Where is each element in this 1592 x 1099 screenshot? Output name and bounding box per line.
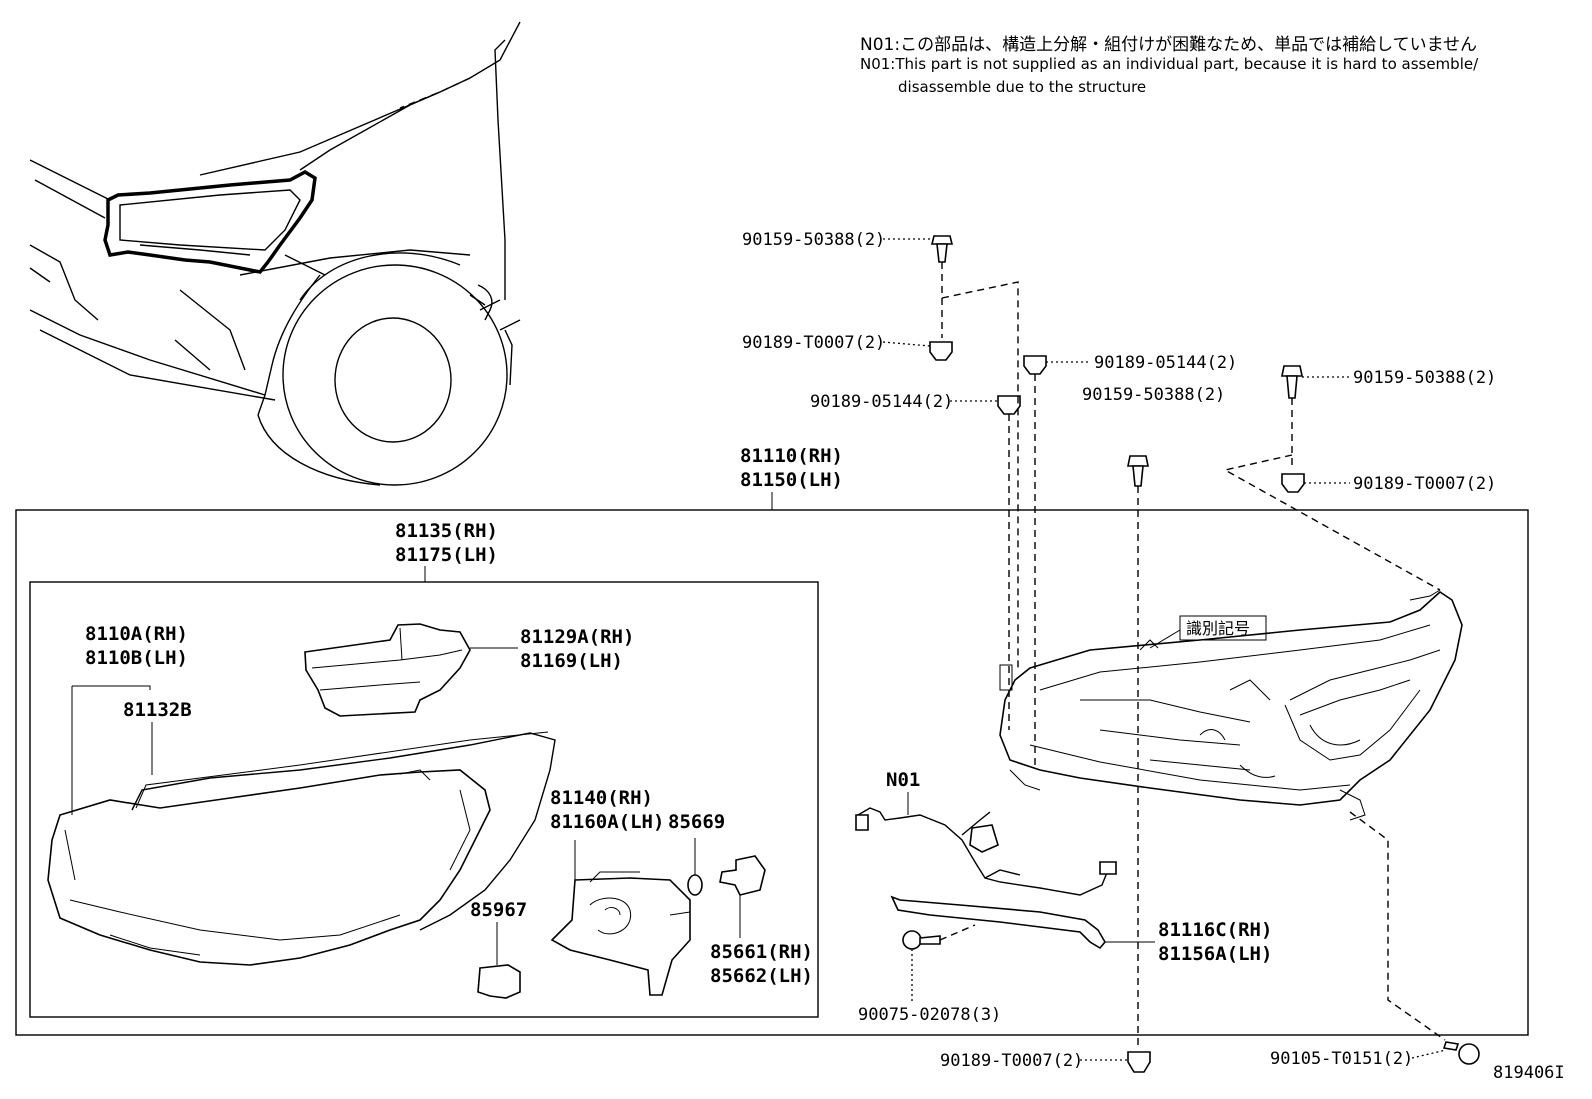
wire-harness-N01: [855, 807, 1117, 896]
clip-90189-05144-a: [1023, 355, 1047, 375]
label-81116C: 81116C(RH): [1158, 919, 1272, 941]
module-85967: [477, 964, 521, 999]
label-8110A: 8110A(RH): [85, 623, 188, 645]
bolt-90159-50388-b: [1127, 455, 1149, 487]
label-85662: 85662(LH): [710, 965, 813, 987]
bolt-90105-T0151: [1442, 1041, 1480, 1065]
bracket-81129A: [304, 623, 471, 717]
label-81160A: 81160A(LH): [550, 811, 664, 833]
note-en-line2: disassemble due to the structure: [898, 78, 1147, 96]
seal-85669: [687, 874, 703, 896]
vehicle-front-illustration: [29, 21, 521, 486]
label-85967: 85967: [470, 899, 527, 921]
clip-90189-05144-b: [997, 395, 1021, 415]
label-81156A: 81156A(LH): [1158, 943, 1272, 965]
label-81132B: 81132B: [123, 699, 192, 721]
label-8110B: 8110B(LH): [85, 647, 188, 669]
label-90189-T0007-b: 90189-T0007(2): [1353, 474, 1496, 494]
id-mark-label: 識別記号: [1186, 619, 1250, 638]
assembly-frame-81135: [29, 581, 819, 1018]
label-85661: 85661(RH): [710, 941, 813, 963]
label-90159-50388-c: 90159-50388(2): [1353, 368, 1496, 388]
bolt-90159-50388-a: [930, 235, 954, 263]
label-90189-05144-b: 90189-05144(2): [810, 392, 953, 412]
label-90189-T0007-c: 90189-T0007(2): [940, 1051, 1083, 1071]
gasket-81132B: [131, 732, 556, 931]
headlamp-assembly-81110: [999, 589, 1463, 821]
label-81110: 81110(RH): [740, 445, 843, 467]
label-90105-T0151: 90105-T0151(2): [1270, 1049, 1413, 1069]
label-90159-50388-b: 90159-50388(2): [1082, 385, 1225, 405]
screw-90075-02078: [902, 930, 941, 950]
label-81169: 81169(LH): [520, 650, 623, 672]
label-81140: 81140(RH): [550, 787, 653, 809]
note-jp: N01:この部品は、構造上分解・組付けが困難なため、単品では補給していません: [860, 35, 1478, 55]
bolt-90159-50388-c: [1281, 365, 1303, 399]
clip-90189-T0007-c: [1127, 1051, 1151, 1073]
actuator-85661: [719, 855, 766, 896]
clip-90189-T0007-a: [929, 341, 953, 361]
label-81175: 81175(LH): [395, 544, 498, 566]
label-90075-02078: 90075-02078(3): [858, 1005, 1001, 1025]
figure-id: 819406I: [1493, 1063, 1565, 1083]
label-90189-05144-a: 90189-05144(2): [1094, 353, 1237, 373]
headlamp-lens-8110A: [47, 769, 491, 966]
label-N01: N01: [886, 769, 920, 791]
note-en-line1: N01:This part is not supplied as an indi…: [860, 55, 1479, 73]
label-81129A: 81129A(RH): [520, 626, 634, 648]
label-90189-T0007-a: 90189-T0007(2): [742, 333, 885, 353]
label-90159-50388-a: 90159-50388(2): [742, 230, 885, 250]
label-85669: 85669: [668, 811, 725, 833]
label-81135: 81135(RH): [395, 520, 498, 542]
label-81150: 81150(LH): [740, 469, 843, 491]
clip-90189-T0007-b: [1281, 473, 1305, 493]
headlamp-unit-81140: [550, 871, 691, 996]
trim-81116C: [890, 895, 1106, 950]
